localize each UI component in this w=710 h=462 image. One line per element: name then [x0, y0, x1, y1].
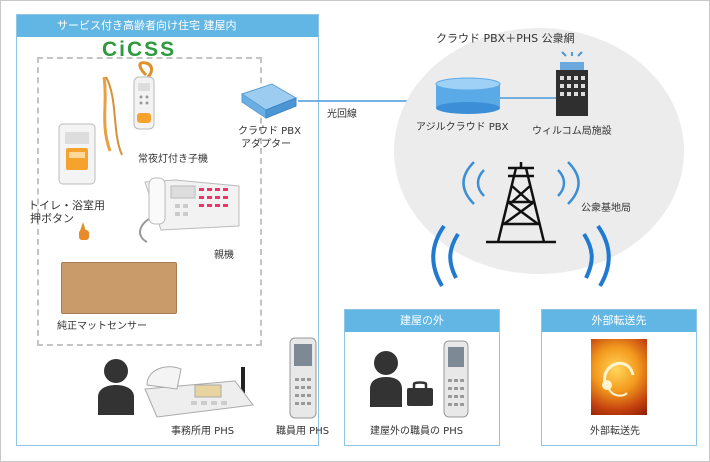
child-unit-icon [102, 61, 155, 156]
parent-unit-label: 親機 [214, 250, 234, 261]
base-station-label: 公衆基地局 [581, 203, 631, 214]
outside-person-icon [370, 351, 402, 407]
fiber-label: 光回線 [327, 109, 357, 120]
office-phs-label: 事務所用 PHS [171, 426, 235, 437]
adapter-label-2: アダプター [241, 139, 291, 150]
cicss-logo: CiCSS [102, 38, 177, 61]
forward-caption: 外部転送先 [590, 426, 640, 437]
forward-header: 外部転送先 [542, 310, 696, 332]
staff-phs-label: 職員用 PHS [276, 426, 330, 437]
child-unit-label: 常夜灯付き子機 [138, 154, 208, 165]
person-icon [98, 359, 134, 415]
willcom-building-icon [556, 51, 588, 116]
agile-cloud-pbx-icon [435, 77, 501, 114]
toilet-button-label-2: 押ボタン [30, 212, 74, 225]
mat-sensor-icon [61, 262, 177, 314]
outside-caption: 建屋外の職員の PHS [370, 426, 464, 437]
staff-phs-icon [289, 337, 317, 419]
toilet-button-label-1: トイレ・浴室用 [28, 199, 105, 212]
cloud-area [394, 28, 684, 274]
bag-icon [407, 381, 433, 406]
outside-phs-icon [443, 340, 469, 418]
adapter-label-1: クラウド PBX [238, 126, 301, 137]
mat-sensor-label: 純正マットセンサー [57, 321, 147, 332]
pbx-adapter-icon [240, 83, 298, 119]
headset-operator-image [591, 339, 647, 415]
outside-box: 建屋の外 [344, 309, 500, 446]
cicss-system-area [37, 57, 262, 346]
headset-icon [602, 362, 635, 397]
toilet-button-icon [58, 123, 96, 240]
office-phone-icon [144, 366, 254, 418]
parent-unit-icon [139, 177, 240, 243]
willcom-label: ウィルコム局施設 [532, 126, 612, 137]
building-header: サービス付き高齢者向け住宅 建屋内 [17, 15, 318, 37]
base-station-tower-icon [431, 161, 611, 288]
cloud-title: クラウド PBX＋PHS 公衆網 [436, 32, 575, 45]
outside-header: 建屋の外 [345, 310, 499, 332]
agile-cloud-label: アジルクラウド PBX [416, 122, 509, 133]
